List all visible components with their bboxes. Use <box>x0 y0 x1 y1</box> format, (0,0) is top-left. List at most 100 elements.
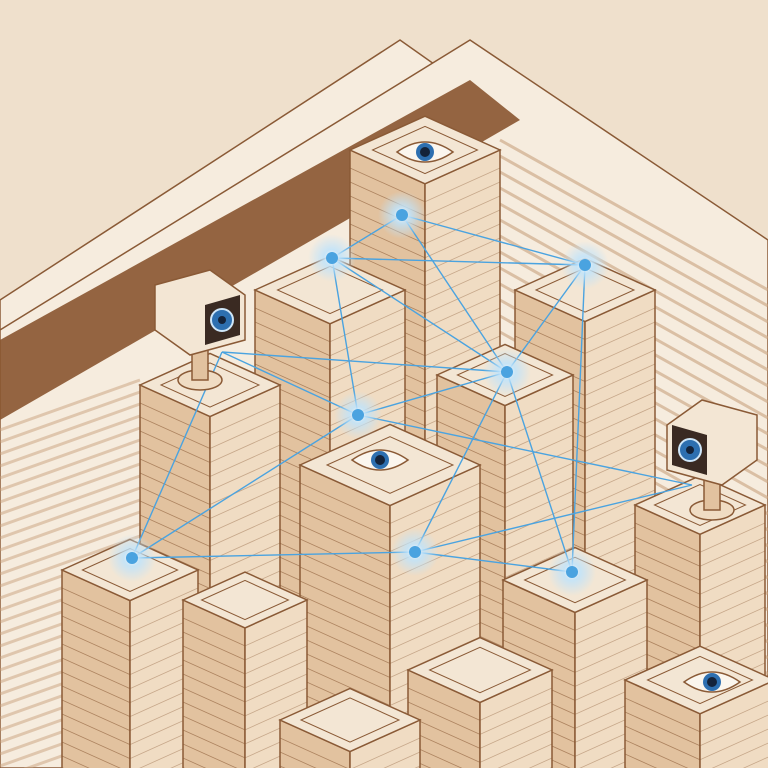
building-floor-line <box>424 279 501 315</box>
building-floor-line <box>182 757 207 768</box>
building-floor-line <box>209 528 281 561</box>
building-floor-line <box>504 490 574 522</box>
building-roof-inset <box>646 655 754 705</box>
building-floor-line <box>436 434 506 466</box>
building-floor-line <box>182 659 246 689</box>
building-floor-line <box>182 645 246 675</box>
node-dot <box>126 552 138 564</box>
building-floor-line <box>182 673 246 703</box>
building-floor-line <box>299 580 391 622</box>
node-dot <box>352 409 364 421</box>
building-floor-line <box>699 564 766 595</box>
building-floor-line <box>244 617 308 647</box>
building-floor-line <box>279 737 348 768</box>
newspaper-text-line <box>0 462 141 516</box>
network-line <box>571 264 586 573</box>
building-floor-line <box>299 566 391 608</box>
building-floor-line <box>244 673 308 703</box>
building-floor-line <box>742 756 768 768</box>
newspaper-text-line <box>0 438 141 492</box>
building-floor-line <box>349 251 426 287</box>
building-floor-line <box>139 472 211 505</box>
building-roof-inset <box>299 697 401 743</box>
building-floor-line <box>299 538 391 580</box>
building-roof-inset <box>653 483 747 527</box>
building-floor-line <box>299 552 391 594</box>
building-floor-line <box>584 433 656 466</box>
building-floor-line <box>584 405 656 438</box>
building-floor-line <box>389 566 481 608</box>
building-floor-line <box>584 349 656 382</box>
building-floor-line <box>504 476 574 508</box>
building-floor-line <box>389 552 481 594</box>
newspaper-text-line <box>0 486 141 540</box>
building-floor-line <box>502 597 576 631</box>
building-floor-line <box>584 447 656 480</box>
newspaper-text-line <box>499 154 768 308</box>
building-floor-line <box>699 550 766 581</box>
network-line <box>414 551 573 573</box>
building-floor-line <box>504 504 574 536</box>
building-floor-line <box>504 392 574 424</box>
building-floor-line <box>479 687 553 721</box>
building-floor-line <box>349 223 426 259</box>
building-floor-line <box>61 657 131 689</box>
camera-pupil <box>686 446 694 454</box>
building-floor-line <box>61 671 131 703</box>
building-floor-line <box>209 430 281 463</box>
node-dot <box>566 566 578 578</box>
network-node-icon <box>548 548 596 596</box>
building-roof-inset <box>371 125 479 175</box>
network-line <box>414 484 693 553</box>
building-floor-line <box>424 251 501 287</box>
building-floor-line <box>182 743 238 768</box>
newspaper-text-line <box>499 138 768 292</box>
building-floor-line <box>182 715 246 745</box>
building-floor-line <box>244 631 308 661</box>
building-floor-line <box>61 713 131 745</box>
building-floor-line <box>699 606 766 637</box>
building-floor-line <box>389 608 481 650</box>
building-floor-line <box>424 307 501 343</box>
building-floor-line <box>299 482 391 524</box>
building-floor-line <box>574 625 648 659</box>
building-floor-line <box>424 237 501 273</box>
building-floor-line <box>436 392 506 424</box>
building-floor-line <box>352 737 421 768</box>
building-floor-line <box>182 729 246 759</box>
building-floor-line <box>584 391 656 424</box>
building-floor-line <box>624 711 701 747</box>
building-floor-line <box>502 625 576 659</box>
eye-pupil <box>420 147 430 157</box>
building-floor-line <box>61 587 131 619</box>
building-floor-line <box>139 416 211 449</box>
surveillance-camera-icon <box>666 399 758 521</box>
building-floor-line <box>209 444 281 477</box>
newspaper-text-line <box>0 522 141 576</box>
building-floor-line <box>61 601 131 633</box>
building-left-face <box>61 568 131 768</box>
building-floor-line <box>61 755 90 768</box>
building-floor-line <box>299 650 391 692</box>
network-node-icon <box>483 348 531 396</box>
network-node-icon <box>108 534 156 582</box>
building-floor-line <box>424 167 501 203</box>
building-floor-line <box>299 636 391 678</box>
building-floor-line <box>699 522 766 553</box>
building-floor-line <box>129 587 199 619</box>
building-floor-line <box>424 321 501 357</box>
building-floor-line <box>139 402 211 435</box>
newspaper-text-line <box>0 426 141 480</box>
eye-icon <box>350 449 410 471</box>
building-floor-line <box>299 496 391 538</box>
building-floor-line <box>504 462 574 494</box>
building-floor-line <box>139 486 211 519</box>
building-floor-line <box>209 542 281 575</box>
building-floor-line <box>504 434 574 466</box>
newspaper-text-line <box>0 510 141 564</box>
building-floor-line <box>299 608 391 650</box>
building-floor-line <box>502 611 576 645</box>
building-floor-line <box>514 321 586 354</box>
network-line <box>131 551 416 559</box>
newspaper-text-line <box>0 498 141 552</box>
